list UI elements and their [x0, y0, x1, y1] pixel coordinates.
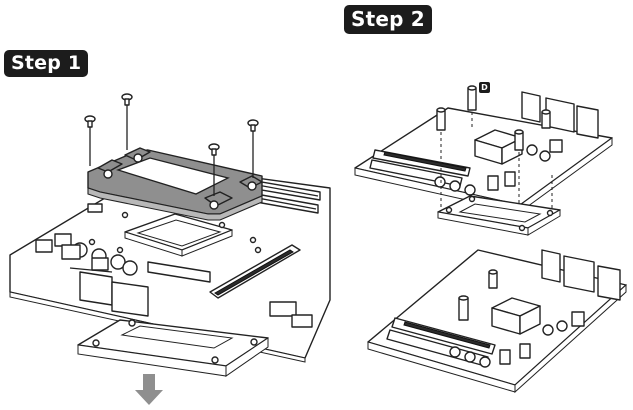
- step1-backplate: [77, 319, 269, 377]
- callout-d-label: D: [479, 82, 490, 93]
- screw-icon: [247, 119, 259, 178]
- step2-badge: Step 2: [344, 5, 432, 34]
- step1-illustration: [9, 93, 331, 405]
- step1-motherboard: [9, 164, 331, 363]
- screw-icon: [84, 115, 96, 166]
- step1-screws: [84, 93, 259, 196]
- step1-retention-bracket: [87, 147, 263, 221]
- step2-upper-motherboard: [354, 85, 613, 213]
- step1-badge: Step 1: [4, 50, 89, 77]
- step2-backplate: [437, 195, 561, 236]
- down-arrow-icon: [135, 374, 163, 405]
- step2-lower-motherboard: [367, 249, 627, 394]
- step2-illustration: [354, 85, 627, 394]
- screw-icon: [121, 93, 133, 150]
- screw-icon: [208, 143, 220, 196]
